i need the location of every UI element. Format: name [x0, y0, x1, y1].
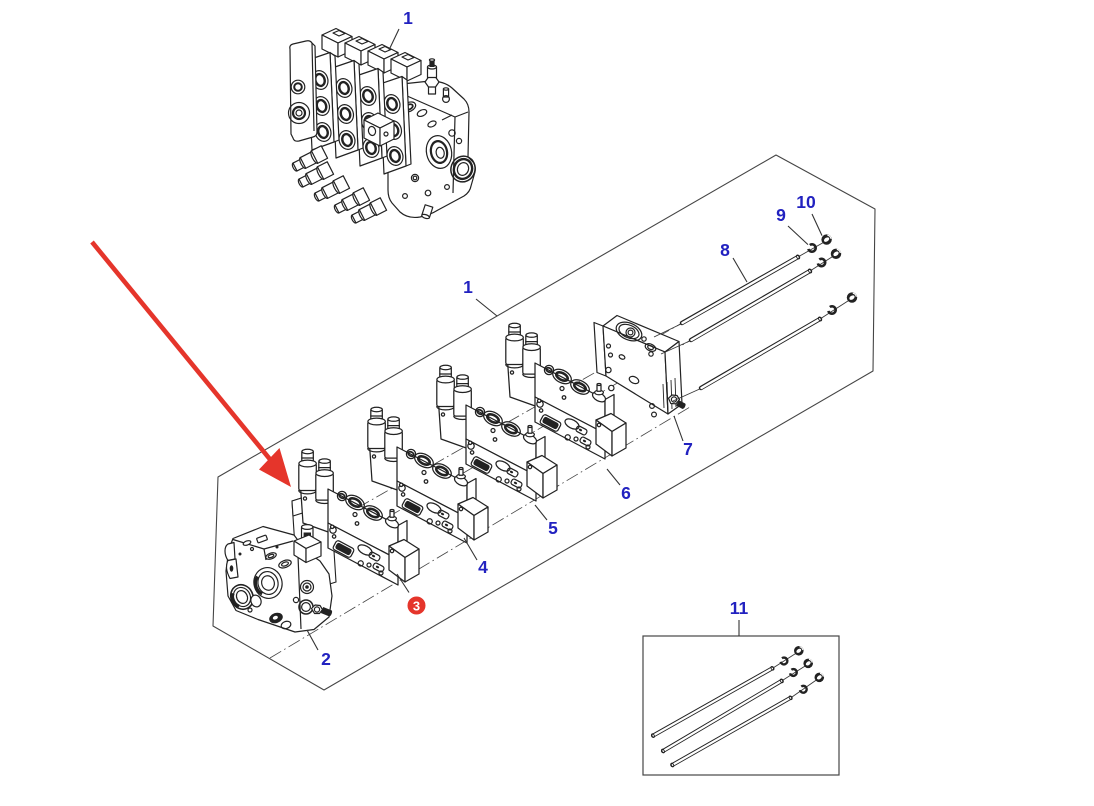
svg-text:3: 3 [413, 599, 420, 614]
svg-text:7: 7 [683, 439, 693, 459]
svg-text:2: 2 [321, 649, 331, 669]
svg-text:5: 5 [548, 518, 558, 538]
svg-text:11: 11 [730, 598, 749, 618]
svg-text:10: 10 [796, 192, 816, 212]
svg-text:8: 8 [720, 240, 730, 260]
svg-text:6: 6 [621, 483, 631, 503]
svg-text:1: 1 [463, 277, 473, 297]
svg-text:1: 1 [403, 8, 413, 28]
svg-text:9: 9 [776, 205, 786, 225]
svg-text:4: 4 [478, 557, 488, 577]
